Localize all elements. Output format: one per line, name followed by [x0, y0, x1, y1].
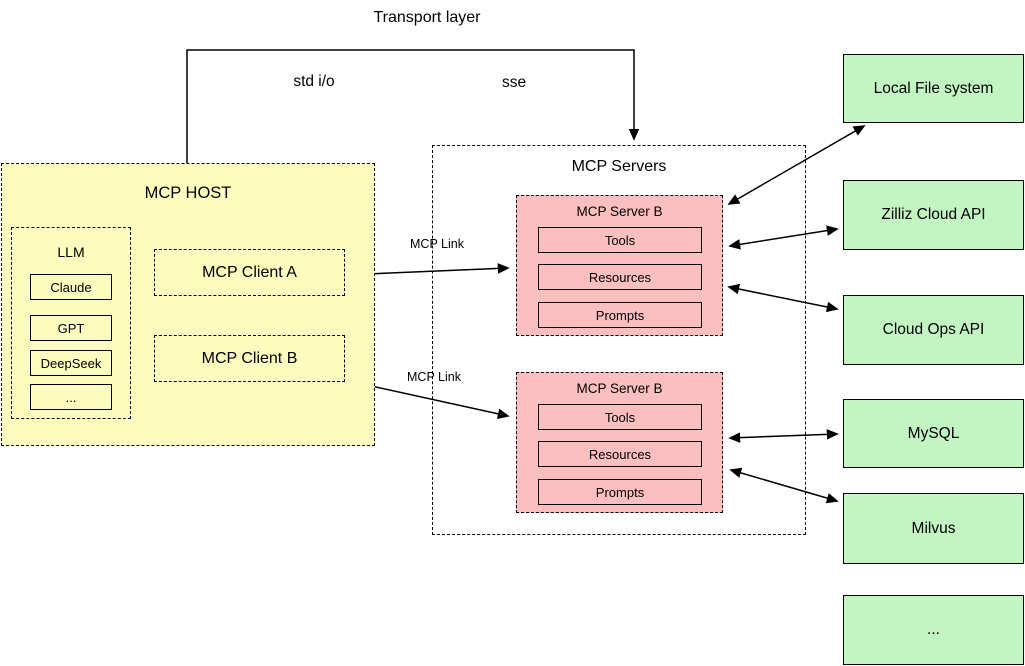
- external-cloud-ops-api-box: Cloud Ops API: [843, 295, 1024, 365]
- server-1-tools-box: Tools: [538, 227, 702, 253]
- mcp-servers-box: MCP Servers: [432, 145, 806, 535]
- server-1-prompts-box: Prompts: [538, 302, 702, 328]
- transport-layer-label: Transport layer: [373, 9, 481, 26]
- server-2-resources-box: Resources: [538, 441, 702, 467]
- mcp-link-label-b: MCP Link: [407, 370, 461, 384]
- llm-model-more: ...: [30, 384, 112, 410]
- server-2-tools-box: Tools: [538, 404, 702, 430]
- mcp-servers-title: MCP Servers: [571, 158, 667, 175]
- server-2-prompts-box: Prompts: [538, 479, 702, 505]
- mcp-server-1-box: MCP Server B Tools Resources Prompts: [516, 195, 723, 336]
- external-zilliz-cloud-api-box: Zilliz Cloud API: [843, 180, 1024, 250]
- llm-model-claude: Claude: [30, 274, 112, 300]
- external-milvus-box: Milvus: [843, 493, 1024, 564]
- llm-model-deepseek: DeepSeek: [30, 350, 112, 376]
- external-more-box: ...: [843, 595, 1024, 665]
- mcp-client-a-box: MCP Client A: [154, 249, 345, 296]
- external-mysql-box: MySQL: [843, 399, 1024, 468]
- mcp-server-2-title: MCP Server B: [576, 381, 663, 396]
- sse-label: sse: [501, 74, 527, 91]
- mcp-host-box: MCP HOST LLM Claude GPT DeepSeek ... MCP…: [1, 163, 375, 446]
- mcp-host-title: MCP HOST: [144, 184, 232, 202]
- mcp-link-label-a: MCP Link: [410, 237, 464, 251]
- mcp-client-b-box: MCP Client B: [154, 335, 345, 382]
- server-1-resources-box: Resources: [538, 264, 702, 290]
- llm-title: LLM: [57, 244, 85, 260]
- llm-box: LLM Claude GPT DeepSeek ...: [11, 227, 131, 419]
- mcp-server-1-title: MCP Server B: [576, 204, 663, 219]
- llm-model-gpt: GPT: [30, 315, 112, 341]
- mcp-server-2-box: MCP Server B Tools Resources Prompts: [516, 372, 723, 513]
- stdio-label: std i/o: [293, 73, 335, 90]
- external-local-file-system-box: Local File system: [843, 54, 1024, 123]
